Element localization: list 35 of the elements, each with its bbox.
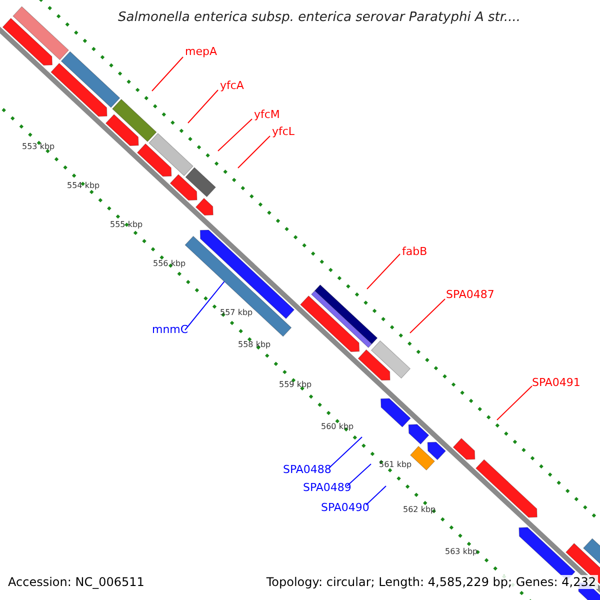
- leader-line: [328, 436, 362, 468]
- gene-label: mnmC: [152, 324, 188, 335]
- scale-label: 559 kbp: [279, 381, 312, 389]
- leader-line: [366, 486, 386, 506]
- scale-label: 561 kbp: [379, 461, 412, 469]
- leader-line: [188, 90, 218, 124]
- gene-label: SPA0487: [446, 289, 494, 300]
- footer-text: Topology: circular; Length: 4,585,229 bp; Genes: 4,232: [264, 575, 598, 589]
- gene-label: mepA: [185, 46, 217, 57]
- leader-line: [410, 298, 446, 334]
- gene-label: SPA0489: [303, 482, 352, 493]
- leader-line: [238, 136, 270, 168]
- gene-label: SPA0491: [532, 377, 580, 388]
- leader-line: [152, 56, 184, 92]
- scale-label: 553 kbp: [22, 143, 55, 151]
- gene-label: fabB: [402, 246, 428, 257]
- scale-label: 562 kbp: [403, 506, 436, 514]
- gene-label: yfcM: [254, 109, 280, 120]
- footer-text: Accession: NC_006511: [6, 575, 146, 589]
- leader-line: [496, 386, 532, 420]
- scale-label: 556 kbp: [153, 260, 186, 268]
- scale-label: 563 kbp: [445, 548, 478, 556]
- gene-label: yfcA: [220, 80, 244, 91]
- gene-label: SPA0488: [283, 464, 332, 475]
- gene-label: yfcL: [272, 126, 295, 137]
- gene-label: SPA0490: [321, 502, 370, 513]
- leader-line: [184, 281, 225, 330]
- scale-label: 560 kbp: [321, 423, 354, 431]
- scale-label: 554 kbp: [67, 182, 100, 190]
- scale-label: 557 kbp: [220, 309, 253, 317]
- leader-line: [346, 464, 372, 486]
- scale-label: 555 kbp: [110, 221, 143, 229]
- title: Salmonella enterica subsp. enterica serovar Paratyphi A str....: [118, 11, 521, 24]
- leader-line: [366, 254, 400, 290]
- leader-line: [218, 118, 252, 152]
